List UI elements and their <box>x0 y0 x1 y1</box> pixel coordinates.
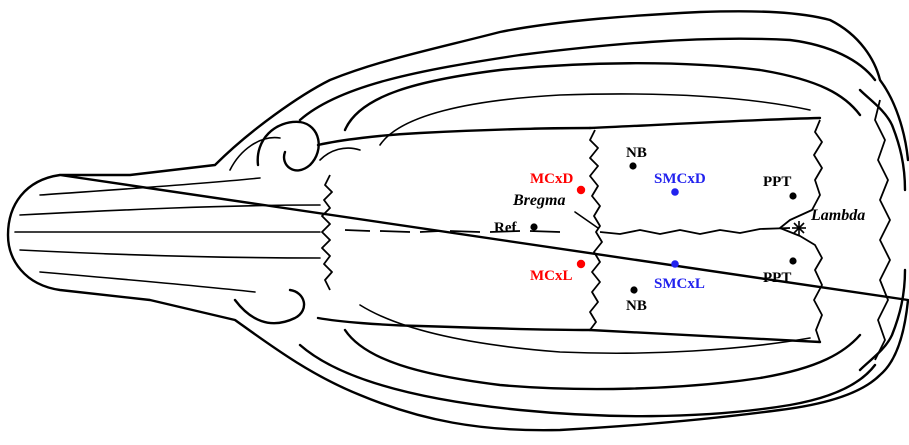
ref-marker <box>530 223 537 230</box>
zygomatic-arch-top-outer <box>300 39 875 120</box>
premaxilla-top <box>40 178 260 195</box>
arch-top-detail <box>320 148 360 160</box>
nb-bottom-marker <box>630 286 637 293</box>
coronal-suture <box>590 130 602 330</box>
orbit-upper-inner <box>230 138 280 170</box>
frontal-bone-top <box>318 128 590 145</box>
orbit-upper <box>258 122 319 171</box>
premaxilla-bottom <box>40 272 255 292</box>
smcxd-marker <box>671 188 679 196</box>
ppt-bottom-label: PPT <box>763 270 791 286</box>
nasal-line-bottom <box>20 250 320 258</box>
orbit-lower <box>235 290 304 323</box>
smcxl-label: SMCxL <box>654 276 705 292</box>
lambda-star-icon <box>792 221 806 235</box>
mcxd-label: MCxD <box>530 171 573 187</box>
ppt-bottom-marker <box>789 257 796 264</box>
mcxl-label: MCxL <box>530 268 573 284</box>
smcxl-marker <box>671 260 679 268</box>
occipital-top <box>860 90 905 190</box>
ref-label: Ref <box>494 220 517 236</box>
bregma-label: Bregma <box>512 192 565 209</box>
parietal-bottom <box>590 330 820 342</box>
nb-top-label: NB <box>626 145 647 161</box>
occipital-suture <box>875 100 890 360</box>
sagittal-suture <box>345 228 790 234</box>
mcxl-marker <box>577 260 585 268</box>
lambda-label: Lambda <box>810 207 865 224</box>
ppt-top-label: PPT <box>763 174 791 190</box>
zygomatic-arch-bottom-inner <box>345 330 860 389</box>
nb-bottom-label: NB <box>626 298 647 314</box>
skull-outline <box>8 11 908 430</box>
frontonasal-suture <box>322 175 332 290</box>
frontal-bone-bottom <box>318 318 590 330</box>
smcxd-label: SMCxD <box>654 171 706 187</box>
parietal-top <box>590 118 820 128</box>
mcxd-marker <box>577 186 585 194</box>
ppt-top-marker <box>789 192 796 199</box>
nb-top-marker <box>629 162 636 169</box>
